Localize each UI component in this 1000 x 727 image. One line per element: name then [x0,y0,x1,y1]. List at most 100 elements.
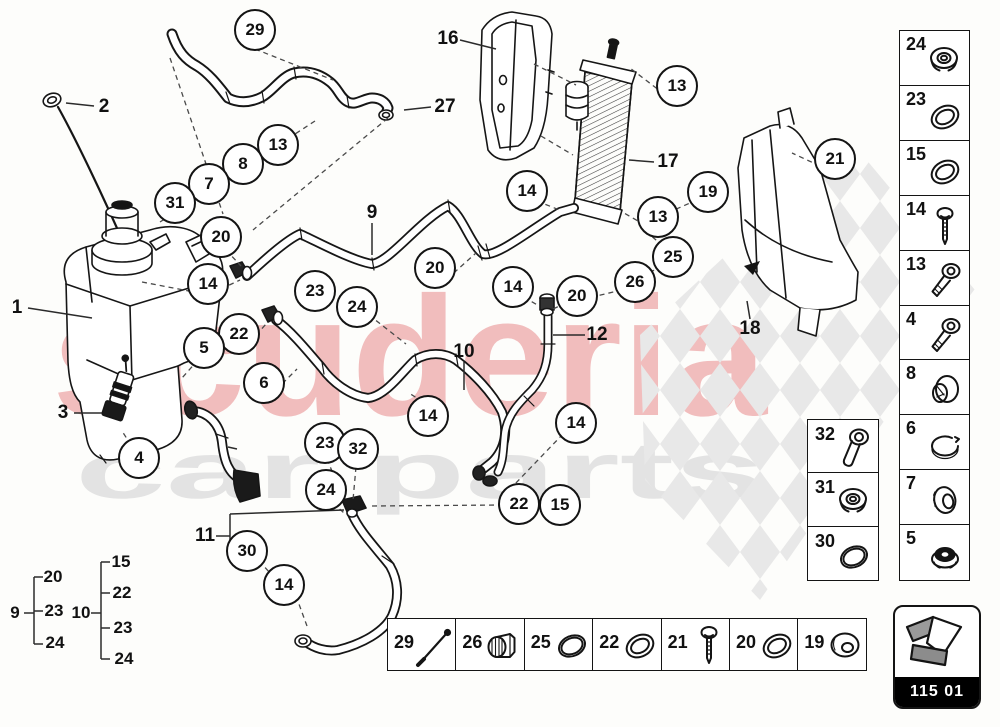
callout-30[interactable]: 30 [226,530,268,572]
bracket-item-22[interactable]: 22 [112,583,132,602]
callout-9[interactable]: 9 [366,202,378,223]
callout-31[interactable]: 31 [154,182,196,224]
legend-item-13[interactable]: 13 [899,249,970,307]
bracket-group-label-10[interactable]: 10 [71,603,91,622]
callout-14[interactable]: 14 [506,170,548,212]
callout-4[interactable]: 4 [118,437,160,479]
bracket-item-23[interactable]: 23 [113,618,133,637]
legend-item-20[interactable]: 20 [729,618,799,671]
callout-10[interactable]: 10 [453,341,475,362]
callout-14[interactable]: 14 [263,564,305,606]
legend-item-21[interactable]: 21 [660,618,731,671]
callout-13[interactable]: 13 [257,124,299,166]
seal-ring-icon [762,633,792,659]
bracket-item-23[interactable]: 23 [44,601,64,620]
o-ring-icon [840,545,868,569]
callout-1[interactable]: 1 [11,297,23,318]
callout-20[interactable]: 20 [414,247,456,289]
legend-item-number: 32 [815,424,836,444]
callout-20[interactable]: 20 [556,275,598,317]
legend-item-number: 30 [815,530,836,551]
callout-26[interactable]: 26 [614,261,656,303]
legend-item-32[interactable]: 32 [807,419,879,474]
legend-item-number: 23 [906,88,927,109]
legend-item-14[interactable]: 14 [899,194,970,252]
callout-12[interactable]: 12 [586,324,608,345]
legend-item-19[interactable]: 19 [797,618,868,671]
cap-dome-icon [931,547,959,569]
legend-item-number: 4 [906,308,917,329]
legend-item-number: 22 [599,632,620,652]
oil-cooler-radiator-drawing [565,38,637,225]
legend-item-number: 14 [906,198,927,219]
legend-item-30[interactable]: 30 [807,525,879,581]
callout-19[interactable]: 19 [687,171,729,213]
callout-24[interactable]: 24 [305,469,347,511]
legend-item-7[interactable]: 7 [899,469,970,526]
legend-item-15[interactable]: 15 [899,139,970,197]
callout-27[interactable]: 27 [434,96,456,117]
callout-18[interactable]: 18 [739,318,761,339]
legend-item-8[interactable]: 8 [899,359,970,416]
bracket-item-24[interactable]: 24 [45,633,65,652]
callout-14[interactable]: 14 [187,263,229,305]
callout-25[interactable]: 25 [652,236,694,278]
air-duct-drawing [737,107,859,337]
legend-item-number: 5 [906,528,917,549]
hose-12-drawing [482,293,556,487]
legend-item-number: 29 [394,632,415,652]
label-lines [24,39,751,660]
callout-8[interactable]: 8 [222,143,264,185]
callout-14[interactable]: 14 [492,266,534,308]
callout-24[interactable]: 24 [336,286,378,328]
legend-item-6[interactable]: 6 [899,414,970,471]
callout-21[interactable]: 21 [814,138,856,180]
callout-3[interactable]: 3 [57,402,69,423]
callout-13[interactable]: 13 [656,65,698,107]
callout-22[interactable]: 22 [498,483,540,525]
callout-14[interactable]: 14 [407,395,449,437]
legend-item-31[interactable]: 31 [807,472,879,528]
legend-item-25[interactable]: 25 [523,618,594,671]
legend-item-number: 31 [815,477,836,498]
callout-2[interactable]: 2 [98,96,110,117]
screw-icon [936,206,954,245]
page-code-badge: 115 01 [893,605,981,709]
callout-15[interactable]: 15 [539,484,581,526]
callout-23[interactable]: 23 [294,270,336,312]
dipstick-rod-icon [416,628,452,667]
legend-item-24[interactable]: 24 [899,30,970,87]
hose-10-drawing [261,305,511,481]
legend-item-number: 6 [906,418,917,439]
callout-20[interactable]: 20 [200,216,242,258]
callout-29[interactable]: 29 [234,9,276,51]
callout-16[interactable]: 16 [437,28,459,49]
callout-17[interactable]: 17 [657,151,679,172]
washer-grommet-icon [830,632,860,658]
legend-item-22[interactable]: 22 [592,618,663,671]
bracket-item-15[interactable]: 15 [111,552,131,571]
reservoir-tank-drawing [63,200,233,464]
callout-6[interactable]: 6 [243,362,285,404]
legend-item-26[interactable]: 26 [455,618,526,671]
callout-14[interactable]: 14 [555,402,597,444]
callout-5[interactable]: 5 [183,327,225,369]
cap-icon [933,486,957,515]
direction-arrow-icon [905,615,963,667]
legend-item-number: 19 [804,632,825,652]
grommet-nut-icon [839,488,867,513]
legend-item-number: 8 [906,363,917,384]
callout-13[interactable]: 13 [637,196,679,238]
callout-11[interactable]: 11 [194,525,216,546]
legend-item-23[interactable]: 23 [899,84,970,142]
legend-item-29[interactable]: 29 [387,618,457,671]
bolt-angled-icon [931,262,961,297]
callout-32[interactable]: 32 [337,428,379,470]
bracket-item-24[interactable]: 24 [114,649,134,668]
bracket-group-label-9[interactable]: 9 [10,603,20,622]
legend-item-number: 21 [667,632,688,652]
legend-item-5[interactable]: 5 [899,524,970,581]
legend-item-4[interactable]: 4 [899,304,970,361]
bracket-item-20[interactable]: 20 [43,567,63,586]
